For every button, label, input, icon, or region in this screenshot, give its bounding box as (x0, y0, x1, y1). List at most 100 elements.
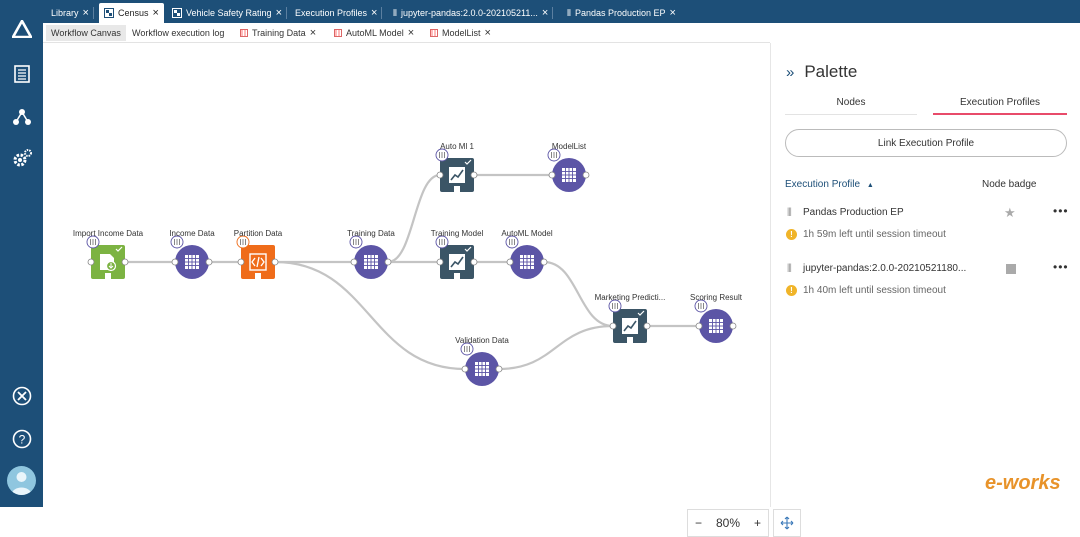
more-options-icon[interactable]: ••• (1053, 204, 1069, 218)
model-chart-icon (622, 318, 638, 334)
subtab-training-data[interactable]: Training Data × (235, 25, 321, 41)
execution-profile-badge-icon[interactable] (547, 148, 561, 162)
node-auto-ml-1[interactable]: Auto Ml 1 (435, 142, 478, 192)
tab-execution-profiles-palette[interactable]: Execution Profiles (933, 97, 1067, 115)
link-execution-profile-button[interactable]: Link Execution Profile (785, 129, 1067, 157)
node-modellist[interactable]: ModelList (547, 142, 590, 192)
tab-library[interactable]: Library × (46, 3, 94, 23)
close-icon[interactable]: × (669, 6, 676, 19)
execution-profile-badge-icon[interactable] (460, 342, 474, 356)
svg-text:?: ? (18, 432, 25, 446)
user-avatar[interactable] (7, 466, 36, 495)
subtab-workflow-canvas[interactable]: Workflow Canvas (46, 25, 126, 41)
fit-to-screen-button[interactable] (773, 509, 801, 537)
close-icon[interactable]: × (484, 27, 491, 39)
input-port[interactable] (695, 322, 703, 330)
execution-profile-badge-icon[interactable] (505, 235, 519, 249)
input-port[interactable] (461, 365, 469, 373)
tab-nodes[interactable]: Nodes (785, 97, 917, 115)
close-icon[interactable]: × (275, 6, 282, 19)
node-partition-data[interactable]: Partition Data (234, 229, 283, 279)
output-port[interactable] (470, 258, 478, 266)
connection-edge[interactable] (387, 173, 441, 264)
output-port[interactable] (729, 322, 737, 330)
close-icon[interactable]: × (82, 6, 89, 19)
node-training-model[interactable]: Training Model (431, 229, 484, 279)
node-scoring-result[interactable]: Scoring Result (690, 293, 743, 343)
execution-profile-badge-icon[interactable] (435, 148, 449, 162)
node-training-data[interactable]: Training Data (347, 229, 395, 279)
subtab-label: Training Data (252, 28, 306, 38)
close-icon[interactable]: × (541, 6, 549, 19)
close-icon[interactable]: × (407, 27, 415, 39)
execution-profile-badge-icon[interactable] (435, 235, 449, 249)
output-port[interactable] (470, 171, 478, 179)
connection-edge[interactable] (274, 260, 466, 371)
move-arrows-icon (780, 516, 794, 530)
connection-edge[interactable] (498, 324, 614, 371)
workflow-canvas[interactable]: Import Income Data Income Data Partition D… (43, 43, 801, 537)
star-badge-icon[interactable]: ★ (1004, 205, 1016, 220)
node-marketing-prediction[interactable]: Marketing Predicti... (595, 293, 666, 343)
execution-profile-badge-icon[interactable] (236, 235, 250, 249)
workflow-graph[interactable]: Import Income Data Income Data Partition D… (43, 43, 770, 507)
tab-jupyter-pandas[interactable]: ⦀ jupyter-pandas:2.0.0-202105211... × (388, 3, 554, 23)
output-port[interactable] (582, 171, 590, 179)
subtab-modellist[interactable]: ModelList × (425, 25, 496, 41)
table-icon (240, 29, 248, 37)
output-port[interactable] (121, 258, 129, 266)
zoom-out-button[interactable]: − (694, 516, 702, 530)
tab-label: Nodes (836, 97, 866, 108)
tab-pandas-production-ep[interactable]: ⦀ Pandas Production EP × (562, 3, 681, 23)
sort-ascending-icon[interactable]: ▲ (866, 182, 874, 189)
app-logo-icon[interactable] (11, 18, 32, 39)
node-import-income-data[interactable]: Import Income Data (73, 229, 144, 279)
settings-gear-icon[interactable] (11, 148, 32, 169)
execution-profile-badge-icon[interactable] (86, 235, 100, 249)
output-port[interactable] (643, 322, 651, 330)
hierarchy-icon[interactable] (11, 106, 32, 127)
input-port[interactable] (350, 258, 358, 266)
column-header-execution-profile[interactable]: Execution Profile ▲ (785, 179, 874, 190)
table-icon (185, 255, 199, 269)
node-validation-data[interactable]: Validation Data (455, 336, 509, 386)
input-port[interactable] (237, 258, 245, 266)
more-options-icon[interactable]: ••• (1053, 260, 1069, 274)
tab-census[interactable]: Census × (99, 3, 164, 23)
close-icon[interactable]: × (309, 27, 317, 39)
input-port[interactable] (171, 258, 179, 266)
output-port[interactable] (384, 258, 392, 266)
output-port[interactable] (271, 258, 279, 266)
node-label: Scoring Result (690, 293, 743, 302)
zoom-in-button[interactable]: + (753, 516, 761, 530)
input-port[interactable] (609, 322, 617, 330)
node-automl-model[interactable]: AutoML Model (501, 229, 553, 279)
execution-profile-badge-icon[interactable] (170, 235, 184, 249)
table-icon (475, 362, 489, 376)
tab-execution-profiles[interactable]: Execution Profiles × (290, 3, 383, 23)
document-list-icon[interactable] (11, 63, 32, 84)
close-icon[interactable]: × (371, 6, 378, 19)
help-icon[interactable]: ? (11, 428, 32, 449)
input-port[interactable] (548, 171, 556, 179)
node-income-data[interactable]: Income Data (169, 229, 215, 279)
close-icon[interactable]: × (152, 6, 159, 19)
subtab-workflow-execution-log[interactable]: Workflow execution log (127, 25, 229, 41)
tab-vehicle-safety-rating[interactable]: Vehicle Safety Rating × (167, 3, 287, 23)
output-port[interactable] (495, 365, 503, 373)
connection-edge[interactable] (543, 260, 614, 328)
square-badge-icon[interactable] (1006, 264, 1016, 274)
subtab-automl-model[interactable]: AutoML Model × (329, 25, 419, 41)
execution-profile-badge-icon[interactable] (608, 299, 622, 313)
execution-profile-badge-icon[interactable] (694, 299, 708, 313)
input-port[interactable] (436, 171, 444, 179)
execution-profile-badge-icon[interactable] (349, 235, 363, 249)
zoom-control: − 80% + (687, 509, 769, 537)
tools-icon[interactable] (11, 385, 32, 406)
collapse-chevrons-icon[interactable]: » (786, 63, 795, 81)
input-port[interactable] (436, 258, 444, 266)
output-port[interactable] (540, 258, 548, 266)
output-port[interactable] (205, 258, 213, 266)
input-port[interactable] (506, 258, 514, 266)
input-port[interactable] (87, 258, 95, 266)
